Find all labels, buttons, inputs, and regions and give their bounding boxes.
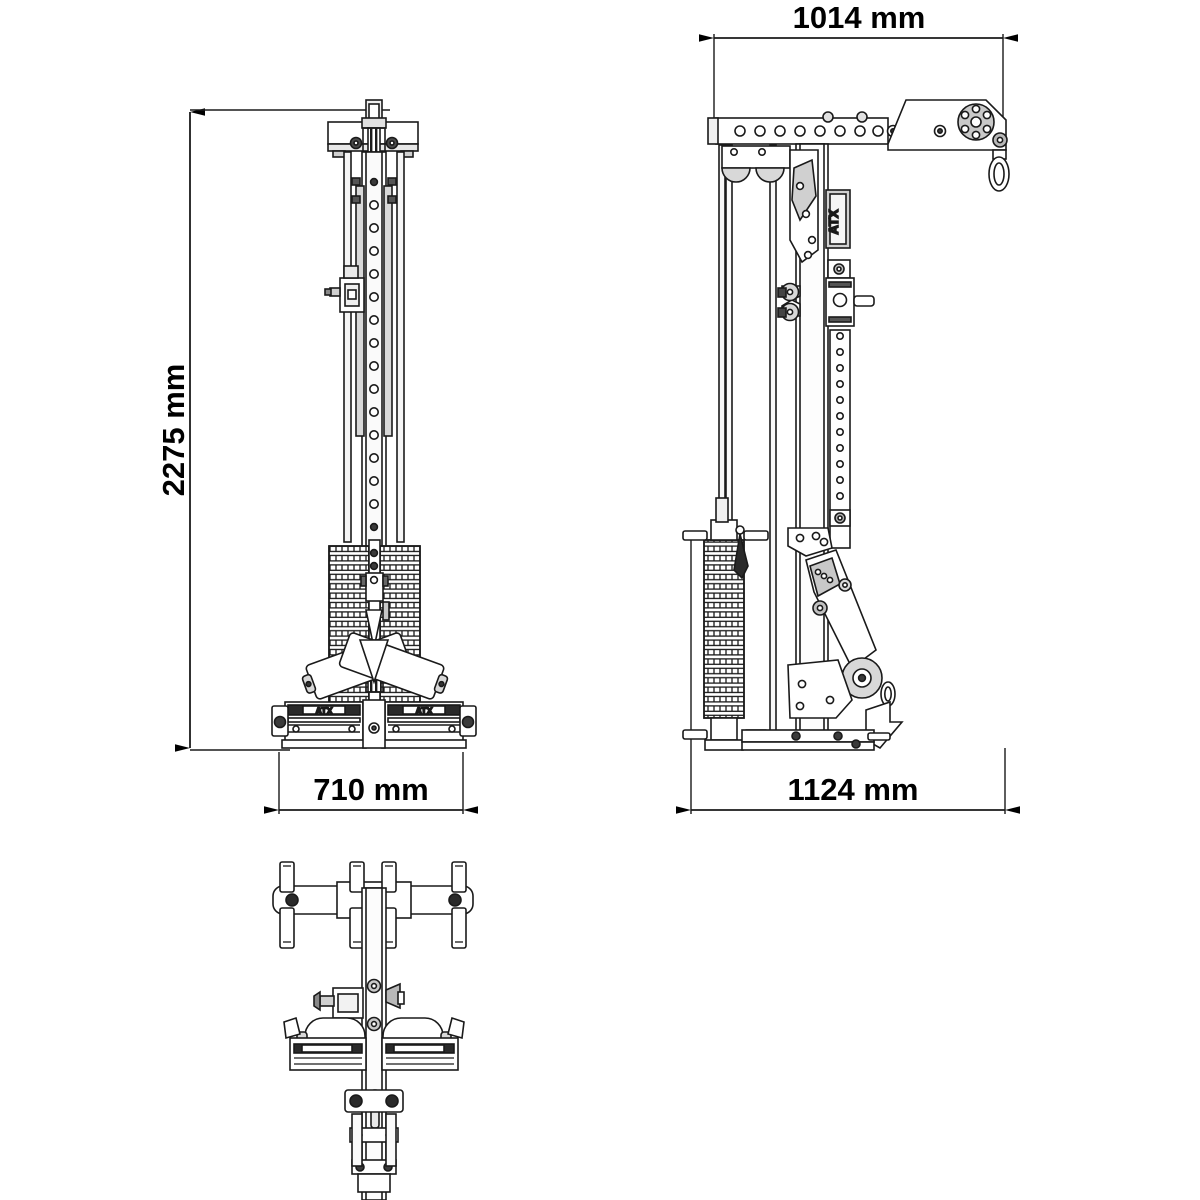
dimension-label-height: 2275 mm [156, 364, 191, 497]
double-pulley-block [777, 282, 801, 322]
side-view: ATX [682, 99, 1010, 751]
brand-logo-text-right: ATX [415, 706, 432, 716]
dimension-height-2275 [175, 108, 390, 752]
brand-logo-right: ATX [415, 705, 434, 717]
logo-plate: ATX [825, 189, 851, 249]
top-view [272, 861, 474, 1200]
brand-logo-left: ATX [315, 705, 334, 717]
base-foot-plates: ATX ATX [271, 699, 477, 749]
upper-pulley-cradles [721, 145, 791, 183]
dimension-label-width-front: 710 mm [313, 772, 428, 807]
adjustment-carriage [825, 259, 875, 327]
adjustment-bracket [324, 265, 365, 313]
dimension-depth-1124 [676, 540, 1020, 814]
weight-stack-profile [682, 497, 769, 751]
brand-logo-text-left: ATX [315, 706, 332, 716]
spoked-pulley-wheel [957, 103, 995, 141]
vertical-posts [279, 861, 467, 949]
carriage-handle [853, 295, 875, 307]
side-brand-logo-text: ATX [826, 209, 841, 234]
angled-roller-pads [301, 632, 449, 700]
pivot-arm-assembly [787, 527, 904, 750]
dimension-width-710 [264, 752, 478, 814]
lower-brackets-plan [344, 1089, 404, 1193]
dimension-label-depth: 1124 mm [788, 772, 919, 807]
base-rail [741, 729, 891, 751]
side-hole-ladder [829, 329, 851, 549]
dimension-label-width-top: 1014 mm [793, 0, 926, 35]
carabiner-hook-icon [988, 132, 1010, 192]
base-plates-plan [283, 1016, 465, 1071]
hinge-plate [789, 149, 819, 264]
center-column [361, 887, 387, 1200]
guide-rods [343, 151, 405, 543]
front-view: ATX ATX [271, 99, 477, 749]
